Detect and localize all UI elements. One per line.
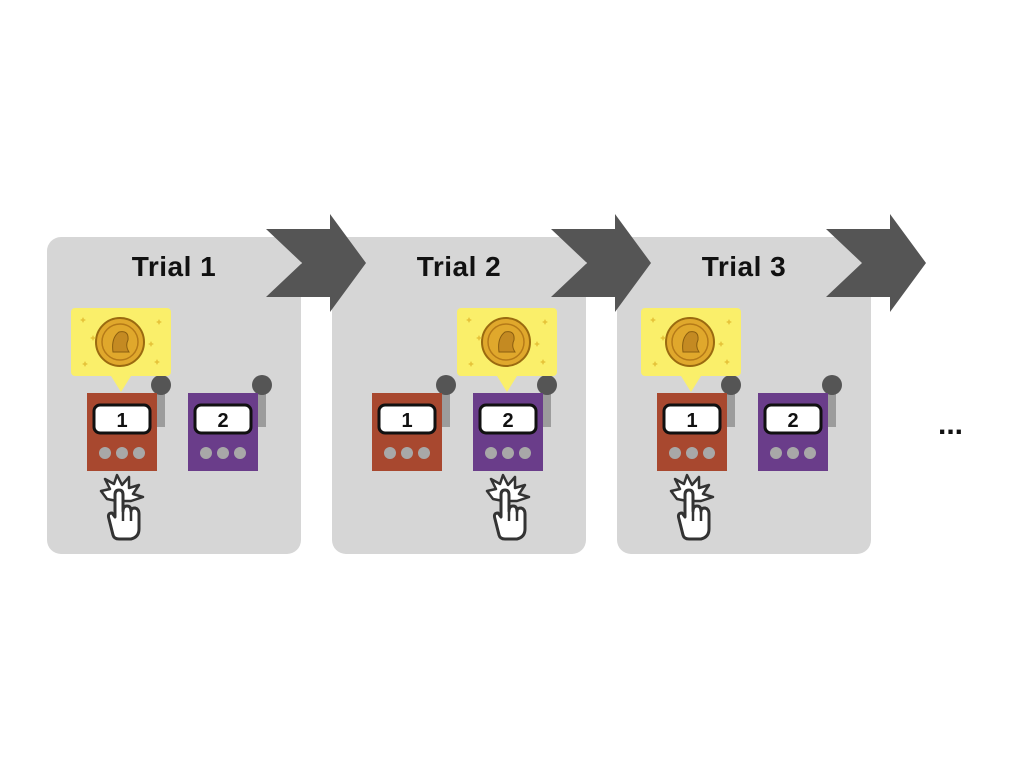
trial-title: Trial 3 (701, 251, 787, 282)
chevron-right-icon (266, 214, 366, 312)
trial-title: Trial 2 (416, 251, 502, 282)
slot-machine-label: 1 (686, 410, 697, 432)
continuation-ellipsis: ... (938, 408, 964, 441)
slot-machine-label: 2 (217, 410, 228, 432)
slot-machine-2[interactable]: 2 (758, 371, 848, 471)
slot-machine-label: 1 (116, 410, 127, 432)
chevron-right-icon (551, 214, 651, 312)
tapping-hand-icon (669, 473, 715, 541)
tapping-hand-icon (99, 473, 145, 541)
lever-knob-icon (436, 375, 456, 395)
slot-machine-label: 2 (502, 410, 513, 432)
lever-knob-icon (151, 375, 171, 395)
gold-coin-icon (641, 308, 741, 392)
chevron-right-icon (826, 214, 926, 312)
trial-title: Trial 1 (131, 251, 217, 282)
slot-machine-2[interactable]: 2 (188, 371, 278, 471)
lever-knob-icon (822, 375, 842, 395)
gold-coin-icon (457, 308, 557, 392)
slot-machine-2[interactable]: 2 (473, 371, 563, 471)
trial-panel: Trial 3 1 2 (617, 237, 871, 554)
slot-machine-label: 1 (401, 410, 412, 432)
trial-panel: Trial 1 1 2 (47, 237, 301, 554)
tapping-hand-icon (485, 473, 531, 541)
lever-knob-icon (537, 375, 557, 395)
trial-panel: Trial 2 1 2 (332, 237, 586, 554)
slot-machine-label: 2 (787, 410, 798, 432)
slot-machine-1[interactable]: 1 (657, 371, 747, 471)
lever-knob-icon (252, 375, 272, 395)
slot-machine-1[interactable]: 1 (87, 371, 177, 471)
lever-knob-icon (721, 375, 741, 395)
slot-machine-1[interactable]: 1 (372, 371, 462, 471)
gold-coin-icon (71, 308, 171, 392)
